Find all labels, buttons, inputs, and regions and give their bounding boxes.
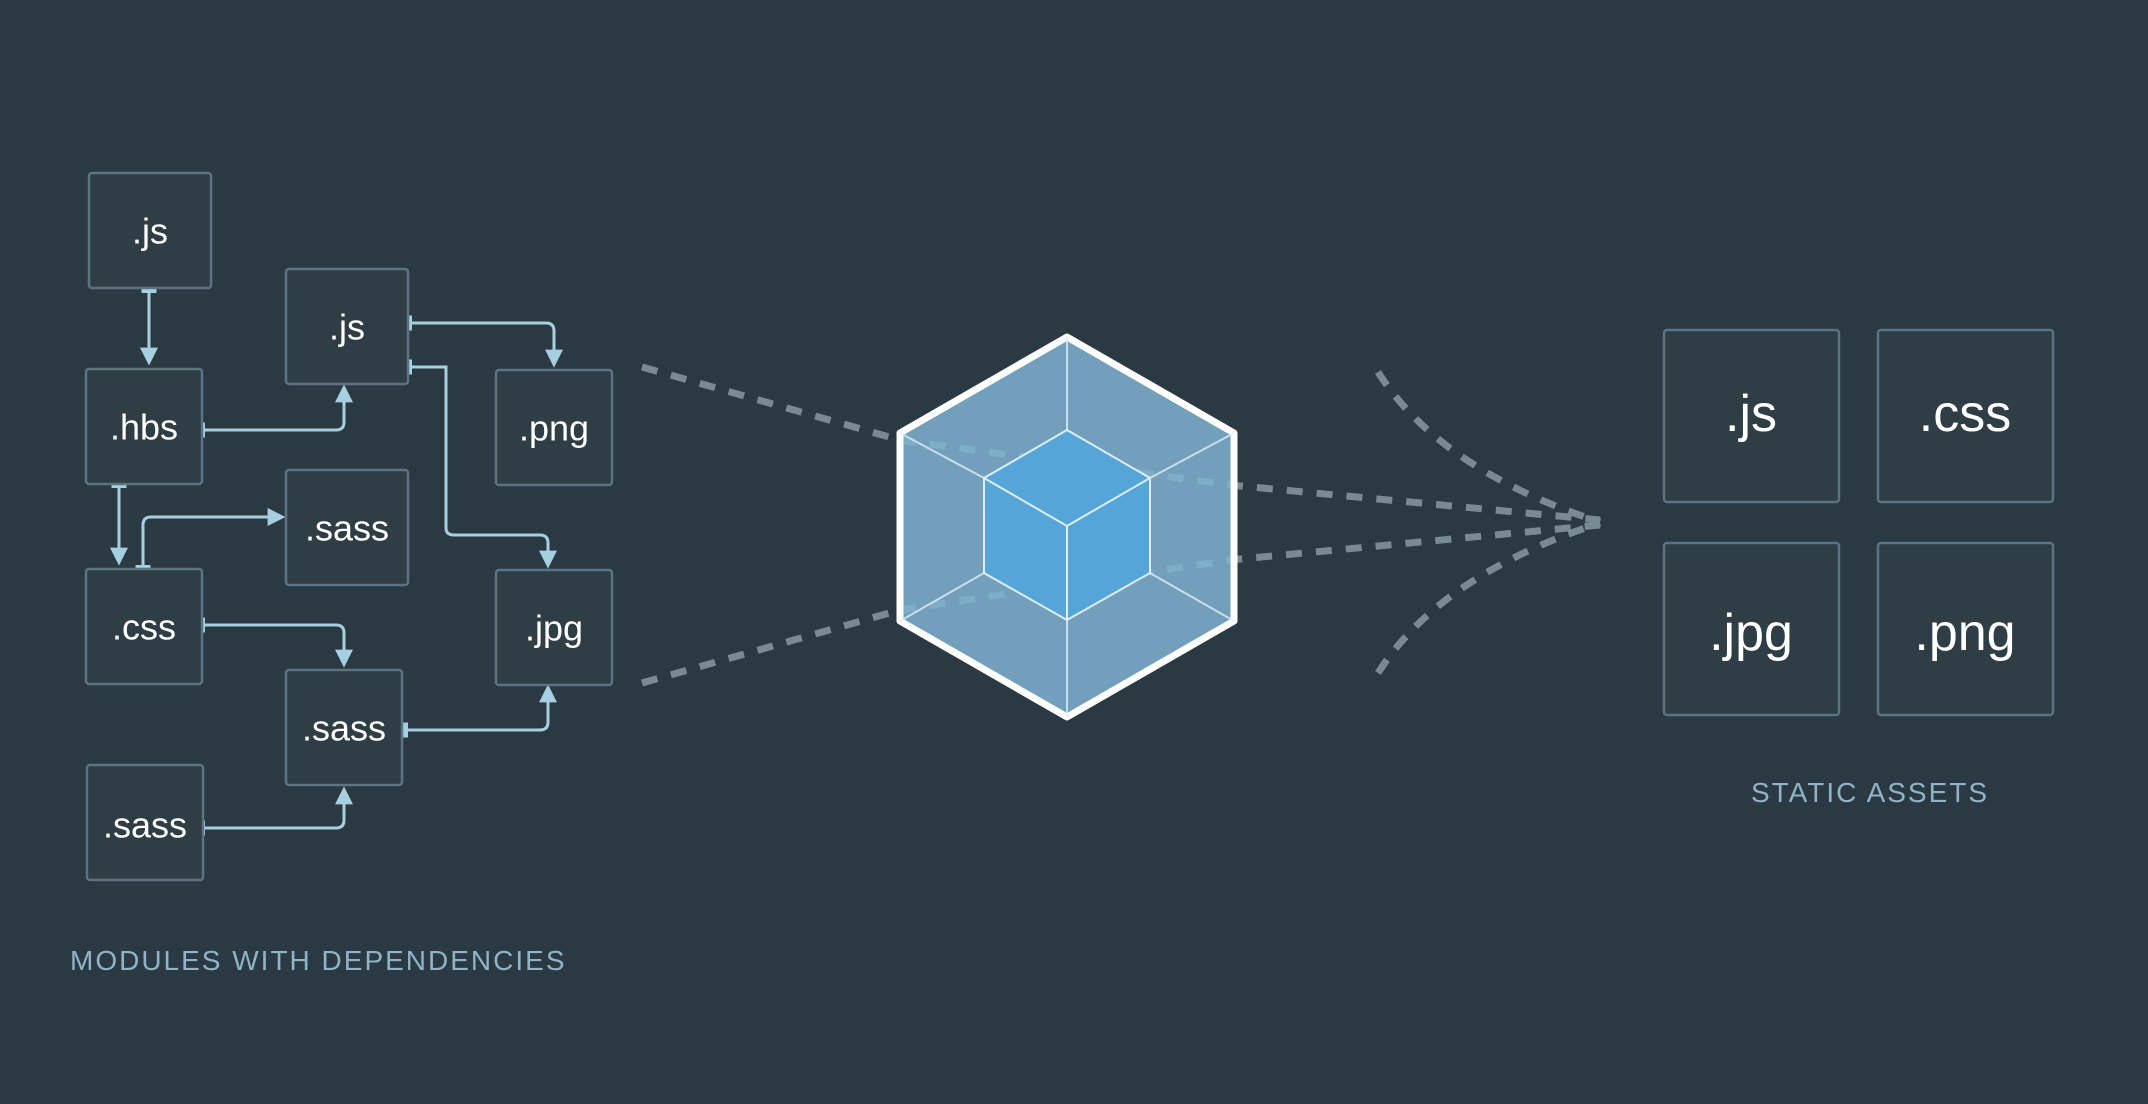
flow-line-out-bottom	[1375, 519, 1602, 675]
module-box: .png	[494, 368, 614, 487]
module-box: .sass	[284, 668, 404, 787]
arrow-sass-c-to-sass-b	[199, 786, 353, 836]
asset-label: .css	[1919, 385, 2011, 443]
asset-box: .jpg	[1662, 541, 1841, 717]
module-box: .js	[284, 267, 410, 386]
module-label: .jpg	[525, 608, 583, 649]
flow-line-in-top	[641, 363, 901, 444]
module-box: .hbs	[84, 367, 204, 486]
arrow-css-to-sass-b	[199, 617, 353, 668]
module-label: .sass	[302, 708, 386, 749]
module-label: .png	[519, 408, 589, 449]
asset-label: .js	[1725, 385, 1777, 443]
arrow-sass-b-to-jpg	[402, 684, 557, 738]
arrow-js-to-png	[406, 315, 563, 368]
asset-label: .jpg	[1709, 604, 1793, 662]
module-label: .sass	[103, 805, 187, 846]
module-label: .sass	[305, 508, 389, 549]
module-box: .sass	[85, 763, 205, 882]
asset-box: .js	[1662, 328, 1841, 504]
flow-line-out-top	[1375, 370, 1602, 526]
module-label: .hbs	[110, 407, 178, 448]
dependency-arrows	[110, 287, 563, 836]
module-box: .css	[84, 567, 204, 686]
arrow-js-to-jpg	[406, 359, 557, 569]
module-label: .js	[329, 307, 365, 348]
asset-box: .png	[1876, 541, 2055, 717]
assets-caption: STATIC ASSETS	[1751, 777, 1989, 808]
module-label: .js	[132, 211, 168, 252]
asset-boxes: .js .css .jpg .png	[1662, 328, 2055, 717]
module-box: .jpg	[494, 568, 614, 687]
module-box: .sass	[284, 468, 410, 587]
arrow-css-to-sass-a	[135, 508, 286, 571]
arrow-hbs-to-js	[199, 384, 353, 438]
module-boxes: .js .js .hbs .png .sass .css .jpg .sass	[84, 171, 614, 882]
asset-label: .png	[1914, 604, 2015, 662]
module-label: .css	[112, 607, 176, 648]
flow-line-in-bottom	[641, 606, 901, 687]
webpack-cube-icon	[896, 333, 1238, 721]
module-box: .js	[87, 171, 213, 290]
asset-box: .css	[1876, 328, 2055, 504]
modules-caption: MODULES WITH DEPENDENCIES	[70, 945, 567, 976]
